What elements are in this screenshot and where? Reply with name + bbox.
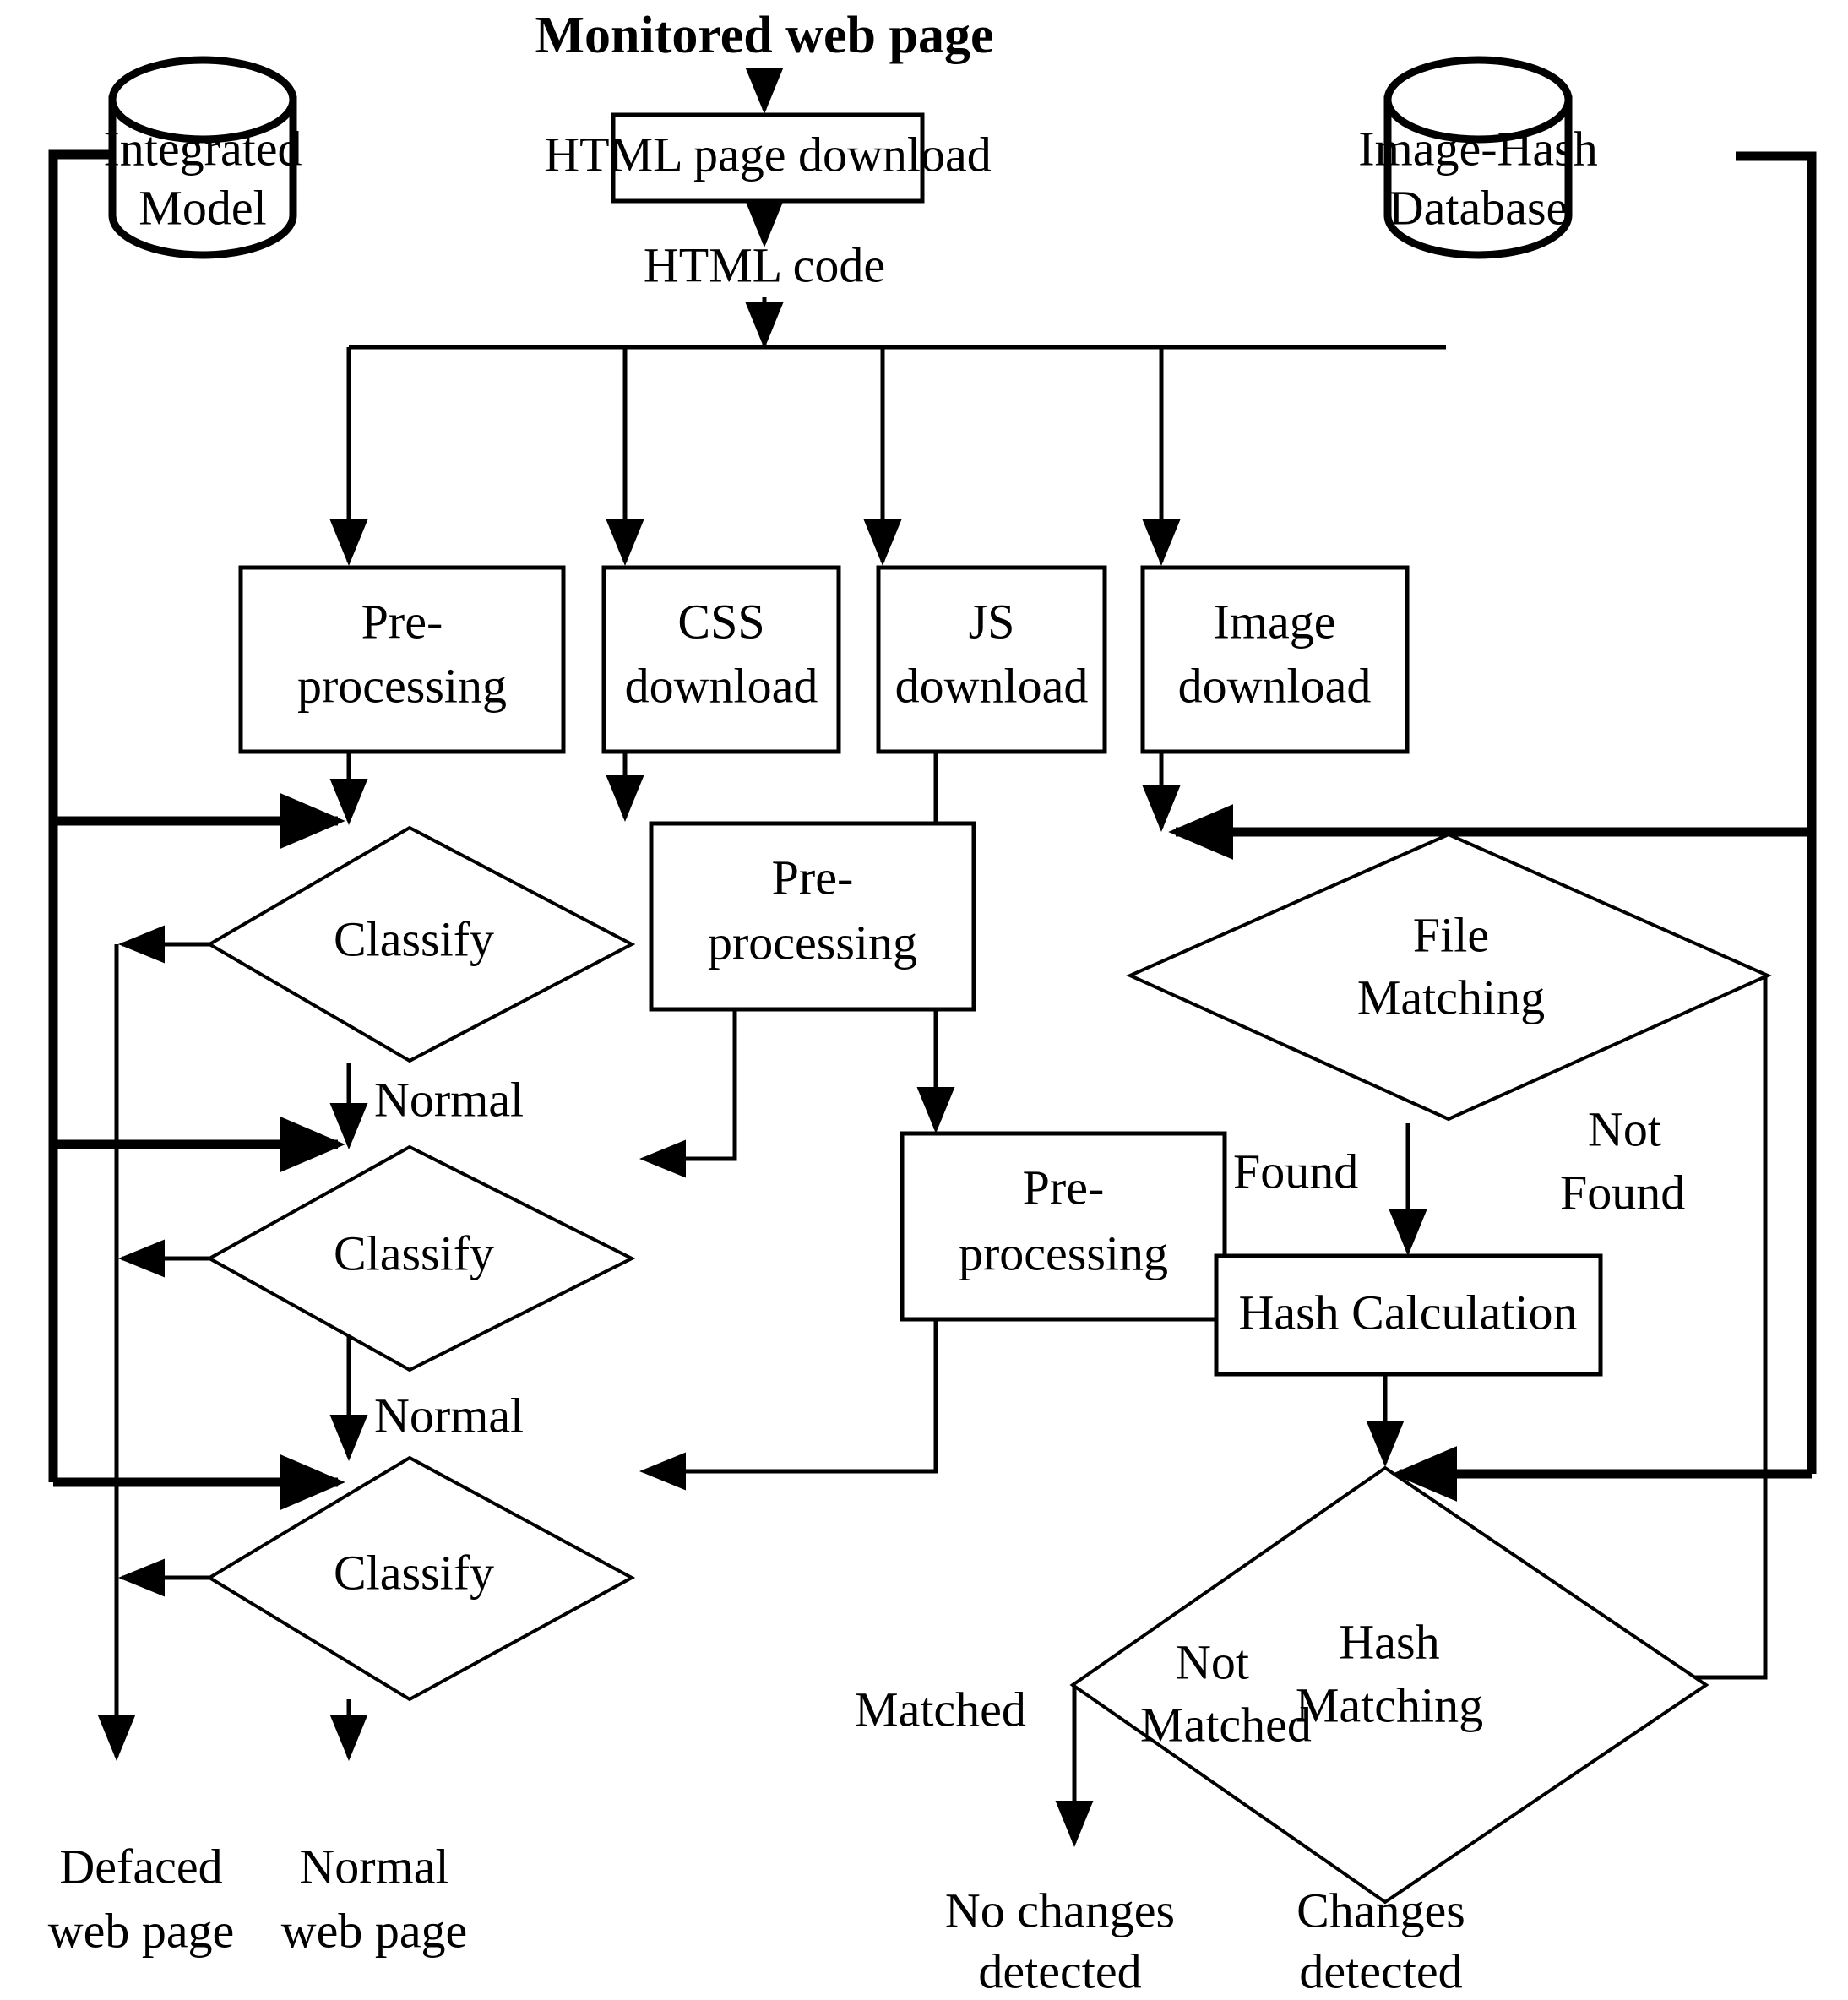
- decision-file-matching-line1: File: [1413, 907, 1489, 962]
- process-css-download: CSS download: [601, 565, 841, 754]
- terminator-no-changes-detected-line2: detected: [978, 1943, 1141, 1998]
- decision-classify-js: Classify: [206, 1455, 636, 1702]
- edge-preprocessing-js-to-classify-js: [639, 1318, 938, 1491]
- terminator-defaced-web-page-line1: Defaced: [59, 1839, 222, 1894]
- process-js-download-line1: JS: [969, 594, 1015, 649]
- process-pre-processing-html-line2: processing: [297, 658, 507, 713]
- process-pre-processing-css-line1: Pre-: [772, 850, 854, 905]
- terminator-normal-web-page-line1: Normal: [299, 1839, 448, 1894]
- process-js-download: JS download: [876, 565, 1107, 754]
- flow-label-found: Found: [1233, 1144, 1358, 1198]
- terminator-no-changes-detected-line1: No changes: [945, 1883, 1175, 1938]
- edge-image-hash-database-bus: [1736, 151, 1817, 1474]
- datastore-image-hash-database-line2: Database: [1389, 180, 1568, 235]
- edge-preprocessing-css-to-classify-css: [639, 1008, 737, 1178]
- flow-label-matched: Matched: [855, 1682, 1026, 1736]
- decision-file-matching-line2: Matching: [1357, 970, 1545, 1024]
- process-image-download: Image download: [1140, 565, 1410, 754]
- terminator-changes-detected: Changes detected: [1296, 1883, 1465, 1998]
- process-image-download-line1: Image: [1214, 594, 1336, 649]
- terminator-defaced-web-page: Defaced web page: [48, 1839, 235, 1958]
- flow-label-not-found-2: Found: [1560, 1165, 1685, 1220]
- terminator-normal-web-page: Normal web page: [281, 1839, 468, 1958]
- process-image-download-line2: download: [1178, 658, 1372, 713]
- process-pre-processing-css-line2: processing: [708, 915, 917, 970]
- flow-label-html-code: HTML code: [644, 237, 885, 292]
- process-hash-calculation: Hash Calculation: [1214, 1253, 1603, 1377]
- process-pre-processing-js-line1: Pre-: [1023, 1160, 1105, 1215]
- datastore-integrated-model: Integrated Model: [103, 56, 302, 259]
- decision-hash-matching-line2: Matching: [1296, 1677, 1483, 1732]
- terminator-normal-web-page-line2: web page: [281, 1903, 468, 1958]
- decision-hash-matching-line1: Hash: [1339, 1614, 1439, 1669]
- datastore-integrated-model-line2: Model: [139, 180, 266, 235]
- process-hash-calculation-label: Hash Calculation: [1238, 1285, 1577, 1340]
- flow-label-not-matched-2: Matched: [1140, 1697, 1312, 1752]
- decision-classify-html-label: Classify: [334, 911, 494, 966]
- decision-classify-css-label: Classify: [334, 1226, 494, 1280]
- datastore-image-hash-database-line1: Image-Hash: [1358, 121, 1597, 176]
- datastore-integrated-model-line1: Integrated: [103, 121, 302, 176]
- decision-classify-css: Classify: [205, 1144, 636, 1372]
- process-css-download-line2: download: [625, 658, 818, 713]
- process-css-download-line1: CSS: [677, 594, 764, 649]
- terminator-defaced-web-page-line2: web page: [48, 1903, 235, 1958]
- terminator-changes-detected-line1: Changes: [1296, 1883, 1465, 1938]
- process-js-download-line2: download: [895, 658, 1089, 713]
- decision-classify-html: Classify: [206, 825, 636, 1063]
- terminator-changes-detected-line2: detected: [1299, 1943, 1462, 1998]
- process-pre-processing-html: Pre- processing: [238, 565, 566, 754]
- diagram-title: Monitored web page: [535, 7, 993, 64]
- process-pre-processing-js: Pre- processing: [900, 1131, 1227, 1322]
- decision-hash-matching: Hash Matching: [1069, 1465, 1709, 1905]
- process-html-page-download: HTML page download: [544, 112, 992, 204]
- datastore-image-hash-database: Image-Hash Database: [1358, 56, 1598, 259]
- process-pre-processing-html-line1: Pre-: [361, 594, 443, 649]
- edge-integrated-model-bus: [48, 149, 112, 1482]
- decision-classify-js-label: Classify: [334, 1545, 494, 1600]
- flow-label-normal-2: Normal: [374, 1388, 524, 1443]
- flow-label-not-found-1: Not: [1588, 1101, 1661, 1156]
- process-pre-processing-js-line2: processing: [959, 1226, 1168, 1280]
- terminator-no-changes-detected: No changes detected: [945, 1883, 1175, 1998]
- decision-file-matching: File Matching: [1126, 832, 1772, 1122]
- process-html-page-download-label: HTML page download: [544, 127, 991, 182]
- flow-label-not-matched-1: Not: [1176, 1634, 1249, 1689]
- process-pre-processing-css: Pre- processing: [649, 821, 976, 1012]
- flow-label-normal-1: Normal: [374, 1072, 524, 1127]
